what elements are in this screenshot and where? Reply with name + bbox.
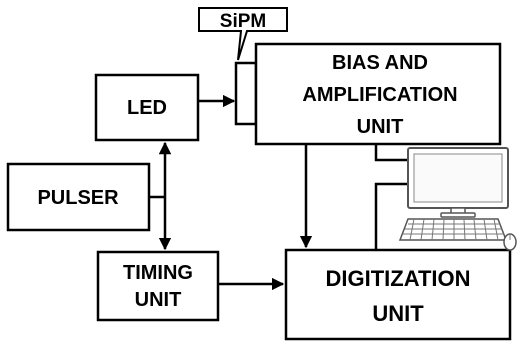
bias-label-line1: BIAS AND (332, 52, 428, 74)
sipm-sensor (234, 61, 258, 126)
timing-label-line1: TIMING (123, 262, 193, 284)
timing-label-line2: UNIT (135, 289, 182, 311)
connector-digitization-to-computer (374, 182, 410, 250)
sipm-label: SiPM (220, 11, 266, 32)
bias-label-line2: AMPLIFICATION (302, 84, 457, 106)
led-block: LED (94, 73, 200, 142)
digitization-unit-block: DIGITIZATION UNIT (284, 248, 512, 341)
connector-bias-to-computer (374, 144, 410, 162)
led-label: LED (127, 97, 167, 119)
timing-unit-block: TIMING UNIT (96, 250, 220, 322)
digitization-label-line1: DIGITIZATION (325, 266, 470, 291)
desktop-computer-icon (398, 147, 517, 251)
digitization-label-line2: UNIT (372, 301, 424, 326)
bias-amplification-unit: BIAS AND AMPLIFICATION UNIT (254, 42, 502, 146)
bias-label-line3: UNIT (357, 116, 404, 138)
pulser-block: PULSER (6, 162, 151, 232)
pulser-label: PULSER (37, 187, 119, 209)
sipm-callout: SiPM (198, 7, 288, 61)
